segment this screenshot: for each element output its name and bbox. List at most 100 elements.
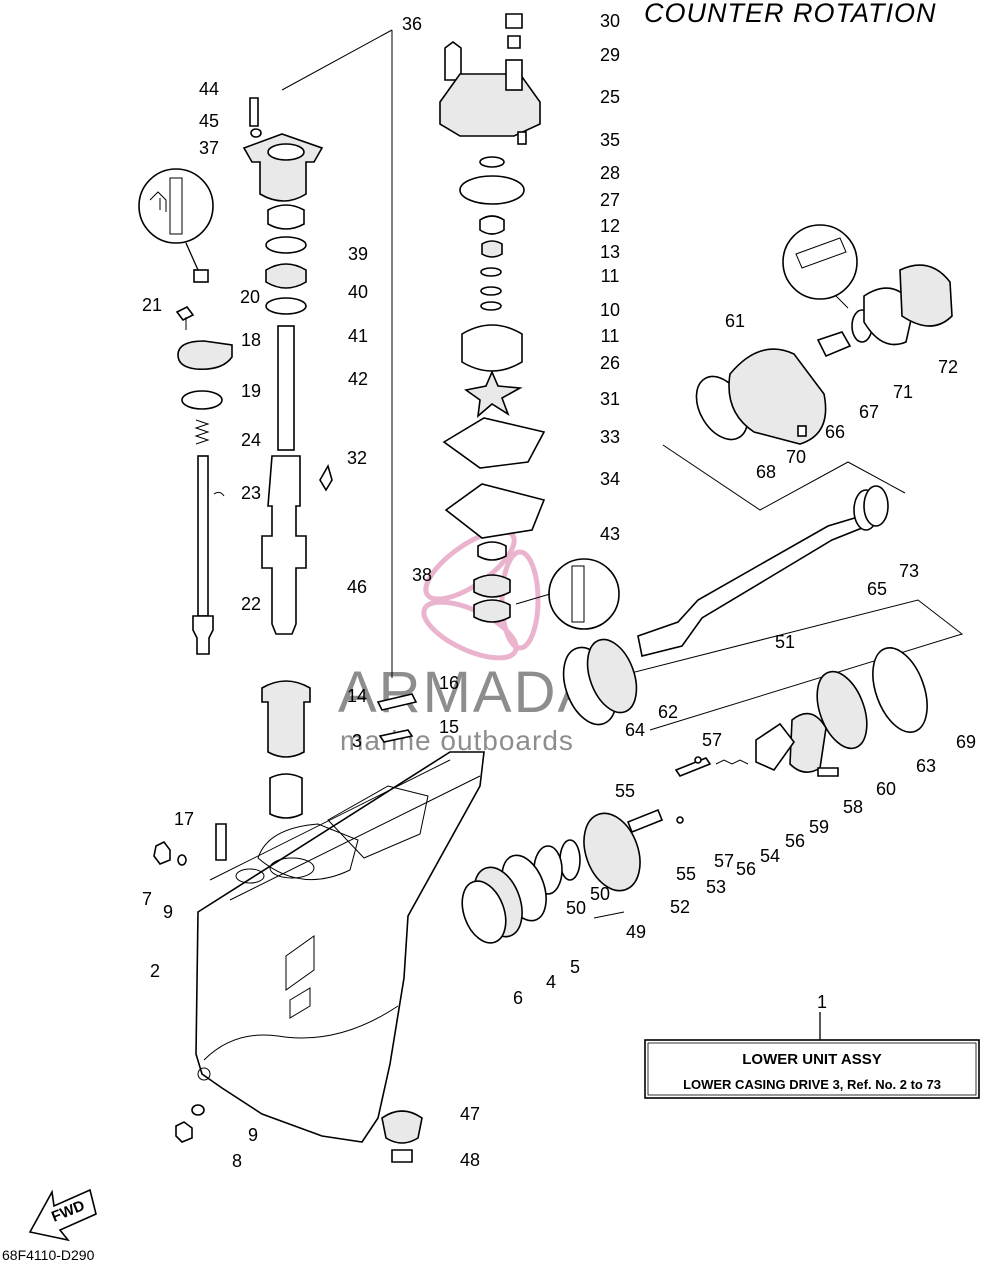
part-38-bearing-2 — [473, 599, 511, 623]
part-32-key — [319, 463, 333, 492]
drawing-code: 68F4110-D290 — [2, 1247, 95, 1263]
part-21-screw — [175, 305, 195, 322]
part-45-washer — [250, 128, 262, 138]
part-66-bearing — [816, 331, 852, 358]
callout-12: 12 — [600, 216, 620, 236]
callout-28: 28 — [600, 163, 620, 183]
callout-59: 59 — [809, 817, 829, 837]
callout-32: 32 — [347, 448, 367, 468]
part-47-pinion — [381, 1110, 423, 1144]
callout-57: 57 — [714, 851, 734, 871]
callout-68: 68 — [756, 462, 776, 482]
callout-19: 19 — [241, 381, 261, 401]
part-25-pump-housing — [439, 73, 541, 137]
part-50-washer — [559, 839, 581, 881]
reverse-gear-group — [461, 812, 641, 944]
callout-50: 50 — [590, 884, 610, 904]
callout-58: 58 — [843, 797, 863, 817]
callout-57: 57 — [702, 730, 722, 750]
callout-55: 55 — [676, 864, 696, 884]
callout-46: 46 — [347, 577, 367, 597]
part-16-key — [376, 693, 418, 711]
water-pump-assembly — [439, 13, 620, 630]
callout-30: 30 — [600, 11, 620, 31]
part-18-plate — [177, 340, 233, 371]
part-34-plate — [444, 483, 546, 539]
part-48-nut — [391, 1149, 413, 1163]
driveshaft-assembly — [242, 97, 418, 819]
callout-39: 39 — [348, 244, 368, 264]
part-41-seal — [265, 263, 307, 289]
callout-36: 36 — [402, 14, 422, 34]
part-9-gasket — [177, 854, 187, 866]
callout-43: 43 — [600, 524, 620, 544]
part-8-plug — [175, 1121, 193, 1143]
part-26-insert — [461, 324, 523, 372]
callout-69: 69 — [956, 732, 976, 752]
callout-7: 7 — [142, 889, 152, 909]
shift-rod-assembly — [138, 168, 233, 655]
part-14-sleeve — [261, 680, 311, 758]
part-9-gasket-2 — [191, 1104, 205, 1116]
forward-arrow-icon: FWD — [28, 1188, 97, 1242]
callout-21: 21 — [142, 295, 162, 315]
callout-61: 61 — [725, 311, 745, 331]
callout-47: 47 — [460, 1104, 480, 1124]
callout-3: 3 — [352, 731, 362, 751]
callout-14: 14 — [347, 686, 367, 706]
part-2-lower-casing — [195, 751, 485, 1143]
callout-11: 11 — [601, 326, 620, 346]
part-29-seal — [507, 35, 521, 49]
part-36-bolt — [444, 41, 462, 81]
casing-fasteners — [153, 823, 423, 1163]
part-59-clutch — [755, 722, 795, 771]
callout-55: 55 — [615, 781, 635, 801]
part-61-housing — [728, 348, 827, 445]
callout-52: 52 — [670, 897, 690, 917]
callout-6: 6 — [513, 988, 523, 1008]
detail-circle-icon — [138, 168, 214, 244]
part-17-stud — [215, 823, 227, 861]
part-11-washer — [480, 267, 502, 277]
callout-66: 66 — [825, 422, 845, 442]
diagram-title: COUNTER ROTATION — [644, 0, 937, 28]
part-35-pin — [517, 131, 527, 145]
callout-70: 70 — [786, 447, 806, 467]
callout-29: 29 — [600, 45, 620, 65]
callout-25: 25 — [600, 87, 620, 107]
callout-20: 20 — [240, 287, 260, 307]
propeller-shaft-housing — [662, 224, 953, 511]
callout-49: 49 — [626, 922, 646, 942]
part-57-ball — [694, 756, 702, 764]
part-31-impeller — [464, 369, 523, 418]
part-3-bushing — [269, 773, 303, 819]
callout-33: 33 — [600, 427, 620, 447]
callout-17: 17 — [174, 809, 194, 829]
part-28-oring — [479, 156, 505, 168]
callout-11: 11 — [601, 266, 620, 286]
callout-26: 26 — [600, 353, 620, 373]
callout-48: 48 — [460, 1150, 480, 1170]
part-58-pin — [817, 767, 839, 777]
callout-53: 53 — [706, 877, 726, 897]
callout-10: 10 — [600, 300, 620, 320]
part-52-cam — [626, 808, 664, 834]
callout-63: 63 — [916, 756, 936, 776]
watermark-tagline: marine outboards — [340, 725, 574, 756]
part-22-rod-end — [192, 615, 214, 655]
callout-34: 34 — [600, 469, 620, 489]
assembly-subtitle: LOWER CASING DRIVE 3, Ref. No. 2 to 73 — [683, 1077, 941, 1092]
part-72-ring-nut — [899, 264, 953, 327]
part-19-oring — [181, 390, 223, 410]
assembly-title: LOWER UNIT ASSY — [742, 1051, 881, 1068]
part-22-shift-rod — [197, 455, 209, 617]
forward-gear-group — [562, 638, 928, 777]
callout-56: 56 — [785, 831, 805, 851]
callout-45: 45 — [199, 111, 219, 131]
part-46-driveshaft-lower — [261, 455, 307, 635]
part-10-washer — [480, 286, 502, 296]
part-23-clip — [213, 491, 225, 497]
part-49-gear — [583, 812, 641, 892]
